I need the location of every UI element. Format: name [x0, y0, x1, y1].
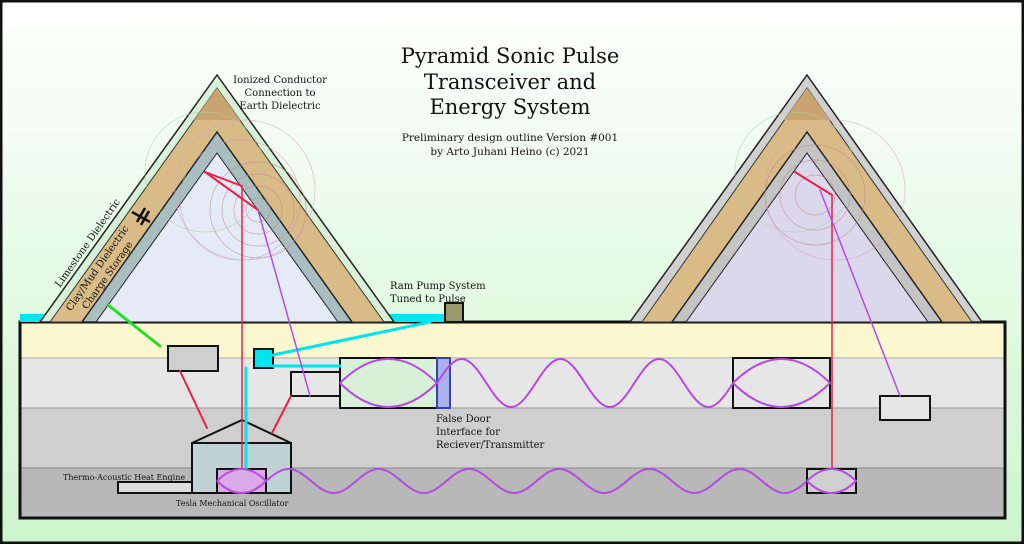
resonator-box	[290, 371, 341, 397]
ionized-label: Ionized Conductor Connection to Earth Di…	[233, 75, 327, 112]
heat-engine-tube	[117, 481, 193, 494]
left-pyramid	[38, 73, 396, 323]
title-line-2: Transceiver and	[424, 70, 596, 94]
water-junction	[253, 348, 274, 369]
ionized-line-1: Ionized Conductor	[233, 75, 327, 86]
ram-pump	[444, 302, 464, 323]
false-door-label-3: Reciever/Transmitter	[436, 440, 545, 451]
resonance-chamber	[339, 357, 438, 409]
subtitle: Preliminary design outline Version #001 …	[402, 132, 618, 158]
subtitle-line-2: by Arto Juhani Heino (c) 2021	[430, 146, 589, 158]
connections	[106, 171, 901, 471]
false-door-label-1: False Door	[436, 414, 491, 425]
page-title: Pyramid Sonic Pulse Transceiver and Ener…	[401, 44, 620, 119]
ionized-line-2: Connection to	[245, 88, 316, 99]
traveling-wave-upper	[436, 357, 734, 409]
tesla-oscillator	[216, 468, 267, 494]
heat-engine-label: Thermo-Acoustic Heat Engine	[63, 473, 185, 482]
oscillator-label: Tesla Mechanical Oscillator	[176, 499, 288, 508]
right-oscillator	[806, 468, 857, 494]
right-box	[879, 395, 931, 421]
capacitor-box	[167, 345, 219, 372]
ram-pump-label-2: Tuned to Pulse	[390, 294, 466, 305]
capacitor-icon	[131, 207, 151, 226]
title-line-1: Pyramid Sonic Pulse	[401, 44, 620, 68]
title-line-3: Energy System	[429, 95, 590, 119]
ram-pump-label-1: Ram Pump System	[390, 281, 486, 292]
false-door-label-2: Interface for	[436, 427, 500, 438]
acoustic-waves	[216, 357, 858, 495]
right-chamber	[732, 357, 831, 409]
false-door	[436, 357, 451, 409]
traveling-wave-lower	[265, 467, 807, 495]
water-channel-left	[20, 314, 46, 322]
ionized-line-3: Earth Dielectric	[239, 101, 321, 112]
subtitle-line-1: Preliminary design outline Version #001	[402, 132, 618, 144]
right-oscillator-wave	[806, 468, 858, 494]
water-channel-right	[384, 314, 446, 322]
standing-wave-right	[732, 358, 832, 408]
right-pyramid	[628, 73, 984, 323]
